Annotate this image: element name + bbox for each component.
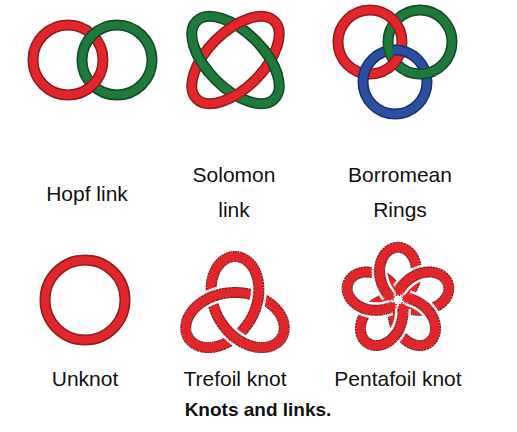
knot-name: Borromean Rings [340, 157, 460, 227]
figure-caption: Knots and links. [185, 398, 332, 422]
hopf-red-over [33, 25, 103, 95]
pentafoil-knot-stroke [398, 329, 399, 331]
trefoil-knot-stroke [252, 277, 264, 280]
trefoil-knot [186, 256, 284, 347]
borromean-blue-over-stroke [363, 50, 427, 114]
hopf-red-over-stroke [33, 25, 103, 95]
trefoil-knot-stroke [195, 306, 197, 308]
pentafoil-knot-stroke [398, 329, 399, 331]
pentafoil-knot-stroke [427, 310, 429, 312]
pentafoil-knot-stroke [369, 308, 371, 310]
pentafoil-knot [347, 247, 449, 345]
trefoil-knot-stroke [250, 342, 253, 351]
pentafoil-knot-stroke [416, 266, 418, 283]
solomon-green-loop-stroke [177, 1, 294, 118]
unknot-ring-stroke [45, 260, 125, 340]
knot-name: Trefoil knot [160, 361, 310, 396]
solomon-red-loop [177, 1, 294, 118]
trefoil-knot-segment [195, 306, 197, 308]
pentafoil-knot-stroke [369, 302, 372, 318]
knot-name: Solomon link [184, 157, 284, 227]
borromean-blue-over [363, 50, 427, 114]
solomon-green-over-stroke [177, 1, 294, 118]
trefoil-knot-segment [257, 277, 259, 280]
solomon-green-over [177, 1, 294, 118]
pentafoil-knot-stroke [372, 272, 388, 275]
solomon-green-loop [177, 1, 294, 118]
pentafoil-knot-stroke [427, 310, 429, 312]
pentafoil-knot-stroke [427, 305, 430, 314]
pentafoil-knot-segment [427, 310, 429, 312]
borromean-blue-over-stroke [363, 50, 427, 114]
pentafoil-knot-stroke [369, 306, 372, 314]
trefoil-knot-stroke [195, 306, 197, 308]
pentafoil-knot-stroke [412, 272, 420, 275]
borromean-red-ring [338, 10, 402, 74]
knot-name: Unknot [20, 361, 150, 396]
trefoil-knot-stroke [195, 306, 197, 308]
trefoil-knot-stroke [253, 277, 262, 280]
pentafoil-knot-segment [398, 329, 399, 331]
hopf-red-over-stroke [33, 25, 103, 95]
pentafoil-knot-stroke [377, 266, 379, 283]
solomon-red-loop-stroke [177, 1, 294, 118]
pentafoil-knot-segment [416, 273, 418, 275]
borromean-red-ring-stroke [338, 10, 402, 74]
knot-name: Hopf link [22, 176, 152, 211]
pentafoil-knot-stroke [369, 308, 371, 310]
pentafoil-knot-stroke [410, 275, 421, 278]
unknot-ring [45, 260, 125, 340]
pentafoil-knot-stroke [416, 270, 418, 279]
pentafoil-knot-segment [369, 309, 372, 310]
unknot-ring-stroke [45, 260, 125, 340]
borromean-red-ring-stroke [338, 10, 402, 74]
pentafoil-knot-stroke [377, 270, 379, 279]
pentafoil-knot-stroke [369, 304, 372, 315]
pentafoil-knot-stroke [376, 272, 384, 275]
trefoil-knot-stroke [249, 277, 266, 280]
trefoil-knot-stroke [250, 340, 253, 352]
pentafoil-knot-segment [379, 272, 380, 275]
solomon-red-loop-stroke [177, 1, 294, 118]
pentafoil-knot-stroke [369, 308, 371, 310]
pentafoil-knot-stroke [427, 310, 429, 312]
pentafoil-knot-stroke [416, 268, 418, 280]
trefoil-knot-segment [250, 345, 253, 347]
solomon-green-loop-stroke [177, 1, 294, 118]
pentafoil-knot-stroke [374, 272, 385, 275]
pentafoil-knot-stroke [412, 275, 420, 278]
knot-name: Pentafoil knot [313, 361, 483, 396]
solomon-green-over-stroke [177, 1, 294, 118]
trefoil-knot-stroke [250, 338, 253, 355]
pentafoil-knot-stroke [398, 329, 399, 331]
pentafoil-knot-stroke [377, 268, 379, 280]
pentafoil-knot-segment [369, 308, 371, 310]
